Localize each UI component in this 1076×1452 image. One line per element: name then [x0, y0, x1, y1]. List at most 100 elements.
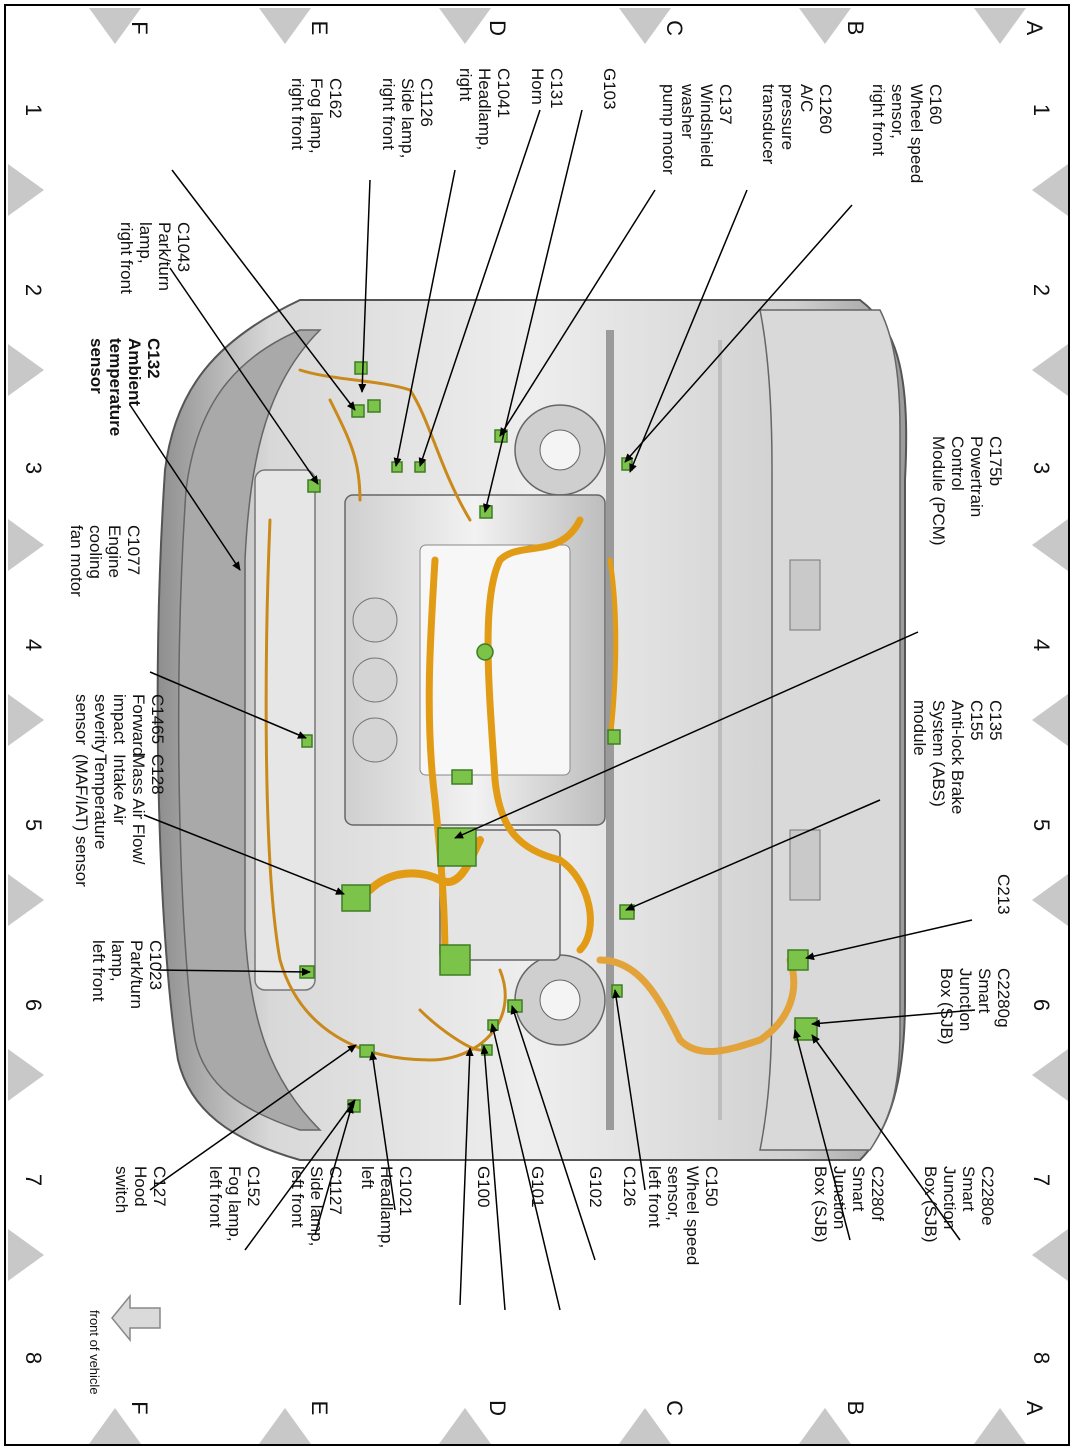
- leader-c1023: [155, 967, 311, 976]
- grid-column-label: 5: [1029, 819, 1054, 831]
- callout-line: sensor,: [664, 1166, 683, 1221]
- callout-line: C1043: [174, 222, 193, 272]
- grid-row-label: D: [485, 20, 510, 36]
- wiring-harness: [264, 368, 798, 1062]
- callout-line: impact: [110, 694, 129, 744]
- callout-line: C1041: [494, 68, 513, 118]
- grid-row-label: A: [1022, 21, 1047, 36]
- callout-line: left front: [288, 1166, 307, 1228]
- callout-line: right front: [288, 78, 307, 150]
- callout-line: System (ABS): [929, 700, 948, 807]
- callout-line: Intake Air: [110, 754, 129, 825]
- edge-triangle-bottom: [439, 1408, 491, 1444]
- callout-line: Control: [948, 436, 967, 491]
- grid-column-label: 2: [21, 284, 46, 296]
- callout-g100: G100: [474, 1166, 493, 1208]
- front-of-vehicle-label: front of vehicle: [87, 1310, 102, 1395]
- callout-line: Junction: [940, 1166, 959, 1229]
- edge-triangle-right: [1032, 344, 1068, 396]
- callout-line: transducer: [759, 84, 778, 165]
- callout-line: C150: [702, 1166, 721, 1207]
- callout-line: Box (SJB): [937, 968, 956, 1045]
- edge-triangle-top: [619, 8, 671, 44]
- grid-row-label: A: [1022, 1401, 1047, 1416]
- callout-line: Side lamp,: [307, 1166, 326, 1246]
- grid-row-label: F: [127, 21, 152, 34]
- callout-line: Fog lamp,: [225, 1166, 244, 1242]
- callout-line: Horn: [528, 68, 547, 105]
- callout-line: sensor,: [888, 84, 907, 139]
- edge-triangle-left: [8, 164, 44, 216]
- grid-row-label: E: [307, 1401, 332, 1416]
- grid-column-label: 2: [1029, 284, 1054, 296]
- callout-line: Windshield: [697, 84, 716, 167]
- callout-line: Forward: [129, 694, 148, 756]
- callout-line: severity: [91, 694, 110, 753]
- callout-line: Headlamp,: [475, 68, 494, 150]
- edge-triangle-top: [439, 8, 491, 44]
- edge-triangle-top: [799, 8, 851, 44]
- grid-column-label: 5: [21, 819, 46, 831]
- edge-triangle-top: [974, 8, 1026, 44]
- grid-column-label: 3: [1029, 462, 1054, 474]
- grid-row-label: F: [127, 1401, 152, 1414]
- callout-line: C155: [967, 700, 986, 741]
- edge-triangle-right: [1032, 1229, 1068, 1281]
- callout-c213: C213: [994, 874, 1013, 915]
- leader-c152: [244, 1099, 356, 1251]
- grid-column-label: 3: [21, 462, 46, 474]
- grid-column-label: 8: [1029, 1352, 1054, 1364]
- callout-line: Fog lamp,: [307, 78, 326, 154]
- edge-triangle-bottom: [259, 1408, 311, 1444]
- grid-column-label: 6: [21, 999, 46, 1011]
- leader-c2280e: [811, 1034, 961, 1241]
- grid-column-label: 4: [1029, 639, 1054, 651]
- leader-c1021: [369, 1051, 396, 1211]
- callout-line: C127: [150, 1166, 169, 1207]
- callout-g103: G103: [600, 68, 619, 110]
- edge-triangle-top: [89, 8, 141, 44]
- callout-line: Ambient: [125, 338, 144, 406]
- callout-line: lamp,: [136, 222, 155, 264]
- grid-row-label: C: [662, 1400, 687, 1416]
- callout-line: C2280e: [978, 1166, 997, 1226]
- leader-c160: [624, 204, 853, 463]
- edge-triangle-left: [8, 874, 44, 926]
- grid-column-label: 7: [21, 1174, 46, 1186]
- callout-g102: G102: [586, 1166, 605, 1208]
- callout-line: module: [910, 700, 929, 756]
- callout-line: switch: [112, 1166, 131, 1213]
- edge-triangle-right: [1032, 164, 1068, 216]
- leader-c1465: [149, 671, 307, 739]
- edge-triangle-left: [8, 694, 44, 746]
- callout-line: C2280f: [868, 1166, 887, 1221]
- grid-row-label: D: [485, 1400, 510, 1416]
- leader-c132: [129, 404, 241, 571]
- callout-line: Hood: [131, 1166, 150, 1207]
- callout-line: (MAF/IAT) sensor: [72, 754, 91, 887]
- callout-line: Engine: [105, 525, 124, 578]
- callout-line: G102: [586, 1166, 605, 1208]
- leader-c162: [171, 169, 356, 411]
- callout-line: C1023: [146, 940, 165, 990]
- callout-line: cooling: [86, 525, 105, 579]
- leader-c1126: [358, 179, 371, 393]
- callout-line: Anti-lock Brake: [948, 700, 967, 814]
- callout-line: C131: [547, 68, 566, 109]
- callout-line: Junction: [956, 968, 975, 1031]
